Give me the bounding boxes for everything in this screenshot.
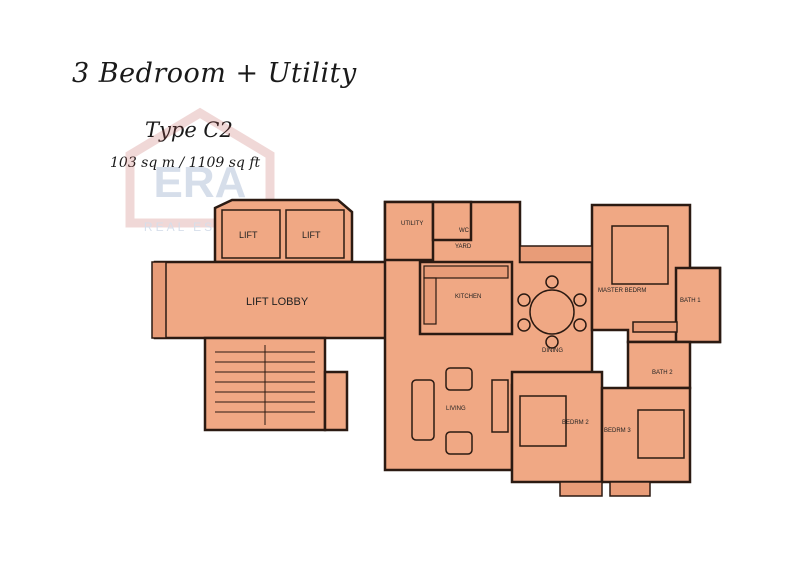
bedroom-2-bed xyxy=(519,395,567,447)
plan-title: 3 Bedroom + Utility xyxy=(72,58,357,89)
stair-landing xyxy=(323,370,349,432)
unit-area-label: 103 sq m / 1109 sq ft xyxy=(110,155,261,171)
room-label-utility: UTILITY xyxy=(401,221,423,227)
room-label-lift-lobby: LIFT LOBBY xyxy=(246,296,309,308)
room-label-master-bedroom: MASTER BEDRM xyxy=(598,288,646,294)
room-label-bedroom-2: BEDRM 2 xyxy=(562,420,589,426)
bath-1-room xyxy=(674,266,722,344)
kitchen-counter xyxy=(423,265,509,325)
bath-2-room xyxy=(626,340,692,390)
watermark-house-shape xyxy=(125,107,275,228)
lobby-window-left xyxy=(151,261,167,339)
room-label-wc: WC xyxy=(459,228,470,234)
unit-type-label: Type C2 xyxy=(145,118,233,142)
stair-treads xyxy=(215,345,315,425)
living-sofa-set xyxy=(411,367,509,455)
room-label-lift-2: LIFT xyxy=(302,230,321,240)
room-label-lift-1: LIFT xyxy=(239,230,258,240)
dining-table xyxy=(517,275,587,349)
master-bay-window xyxy=(632,321,678,333)
room-label-bath-2: BATH 2 xyxy=(652,370,673,376)
room-label-living: LIVING xyxy=(446,406,466,412)
room-label-dining: DINING xyxy=(542,348,563,354)
bedroom-3-bay-window xyxy=(609,481,651,497)
master-bed xyxy=(611,225,669,285)
dining-planter-strip xyxy=(519,245,593,263)
room-label-bedroom-3: BEDRM 3 xyxy=(604,428,631,434)
wc-room xyxy=(431,200,473,242)
lift-car-1 xyxy=(221,209,281,259)
watermark-brand: ERA xyxy=(154,158,247,207)
utility-room xyxy=(383,200,435,262)
lift-car-2 xyxy=(285,209,345,259)
bedroom-3-bed xyxy=(637,409,685,459)
bedroom-2-bay-window xyxy=(559,481,603,497)
room-label-bath-1: BATH 1 xyxy=(680,298,701,304)
room-label-kitchen: KITCHEN xyxy=(455,294,481,300)
room-label-yard: YARD xyxy=(455,244,472,250)
